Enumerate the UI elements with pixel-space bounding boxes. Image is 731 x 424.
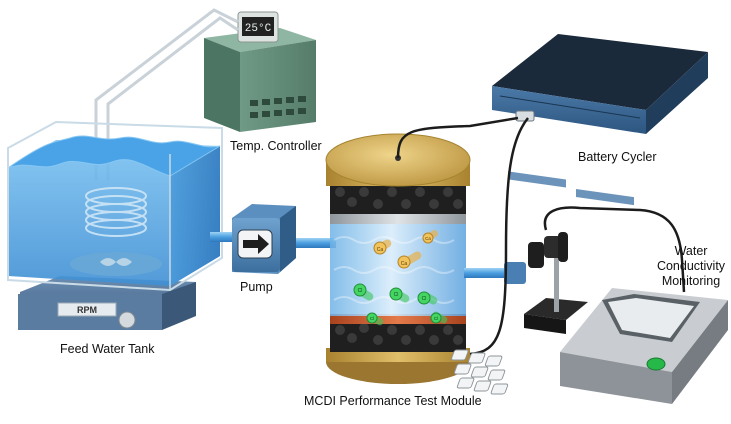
tube-pump-to-module (294, 238, 336, 248)
meter-front (560, 352, 672, 404)
top-carbon-granules (335, 187, 463, 209)
mcdi-module (325, 133, 471, 384)
pump-side (280, 206, 296, 272)
anion-ion (366, 312, 378, 324)
bottom-carbon-granules (335, 323, 463, 345)
temp-button (274, 98, 282, 104)
stirrer-rpm-label: RPM (77, 305, 97, 315)
cycler-side (646, 52, 708, 134)
cables (396, 116, 686, 356)
cycler-top (492, 34, 708, 110)
conductivity-probe-icon (558, 232, 568, 262)
tube-module-outlet (464, 268, 508, 278)
cycler-bay (508, 171, 566, 188)
cation-ion (422, 232, 434, 244)
temp-button (286, 109, 294, 115)
cable-cycler-top (396, 116, 519, 159)
meter-keypad (451, 349, 509, 395)
feed-water-tank (7, 120, 223, 330)
tank-glass (7, 120, 223, 292)
temp-button (262, 99, 270, 105)
cycler-slot (499, 95, 641, 119)
temp-display-value: 25°C (245, 23, 272, 35)
stand-rod (554, 240, 559, 312)
anion-label: Cl (358, 288, 363, 294)
temp-button (286, 97, 294, 103)
temp-controller-side (204, 38, 240, 132)
meter-screen (608, 298, 694, 338)
stir-bar-base (70, 252, 162, 276)
anion-ions (353, 283, 448, 326)
feed-water-tank-label: Feed Water Tank (60, 342, 155, 356)
battery-cycler (492, 34, 708, 206)
probe-clamp (528, 242, 544, 268)
anion-ion (417, 291, 431, 305)
cation-label: Ca (377, 247, 384, 253)
bottom-electrode-copper (330, 314, 466, 324)
anion-ion (389, 287, 403, 301)
anion-label: Cl (434, 316, 438, 321)
anion-ion (430, 312, 442, 324)
temp-button (250, 100, 258, 106)
cycler-bay (576, 188, 634, 206)
tank-water-side (170, 146, 220, 286)
cation-ion (373, 241, 387, 255)
outlet-connector (504, 262, 526, 284)
temp-button (298, 108, 306, 114)
conductivity-meter (451, 288, 728, 404)
mcdi-module-label: MCDI Performance Test Module (304, 394, 482, 408)
meter-power-button (646, 357, 666, 371)
conductivity-label-line: Monitoring (661, 274, 721, 288)
meter-side (672, 300, 728, 404)
heating-coil (85, 187, 147, 237)
tube-tank-to-pump (210, 232, 240, 242)
cation-ion (397, 255, 411, 269)
temp-button (298, 96, 306, 102)
stirrer-side (162, 282, 196, 330)
anion-label: Cl (394, 292, 399, 298)
temp-display-screen (242, 17, 274, 36)
water-chamber (330, 224, 466, 316)
cable-probe-meter (543, 206, 686, 293)
pump-arrow-icon (243, 234, 269, 254)
cation-ions (373, 230, 438, 269)
cycler-port (515, 110, 535, 122)
conductivity-label: Water Conductivity Monitoring (656, 244, 726, 289)
anion-label: Cl (370, 316, 374, 321)
conductivity-label-line: Conductivity (656, 259, 726, 273)
top-electrode-metal (330, 212, 466, 224)
temp-controller-buttons (250, 96, 306, 118)
temp-controller-label: Temp. Controller (230, 139, 322, 153)
stirrer-knob (118, 311, 136, 329)
conductivity-label-line: Water (674, 244, 708, 258)
cation-label: Ca (401, 261, 408, 267)
cation-label: Ca (425, 236, 431, 241)
temp-button (274, 110, 282, 116)
temp-button (250, 112, 258, 118)
temp-controller-front (240, 40, 316, 132)
anion-label: Cl (422, 296, 427, 302)
pump-label: Pump (240, 280, 273, 294)
temp-controller (204, 11, 316, 132)
probe-stand (524, 232, 588, 334)
stirrer-display (57, 302, 117, 317)
water-surface (7, 135, 221, 177)
stand-base (524, 314, 566, 334)
cable-cycler-bottom (469, 117, 529, 356)
cycler-front (492, 86, 646, 134)
anion-ion (353, 283, 367, 297)
temp-button (262, 111, 270, 117)
pump (232, 204, 296, 274)
stir-bar (100, 258, 132, 266)
battery-cycler-label: Battery Cycler (578, 150, 657, 164)
